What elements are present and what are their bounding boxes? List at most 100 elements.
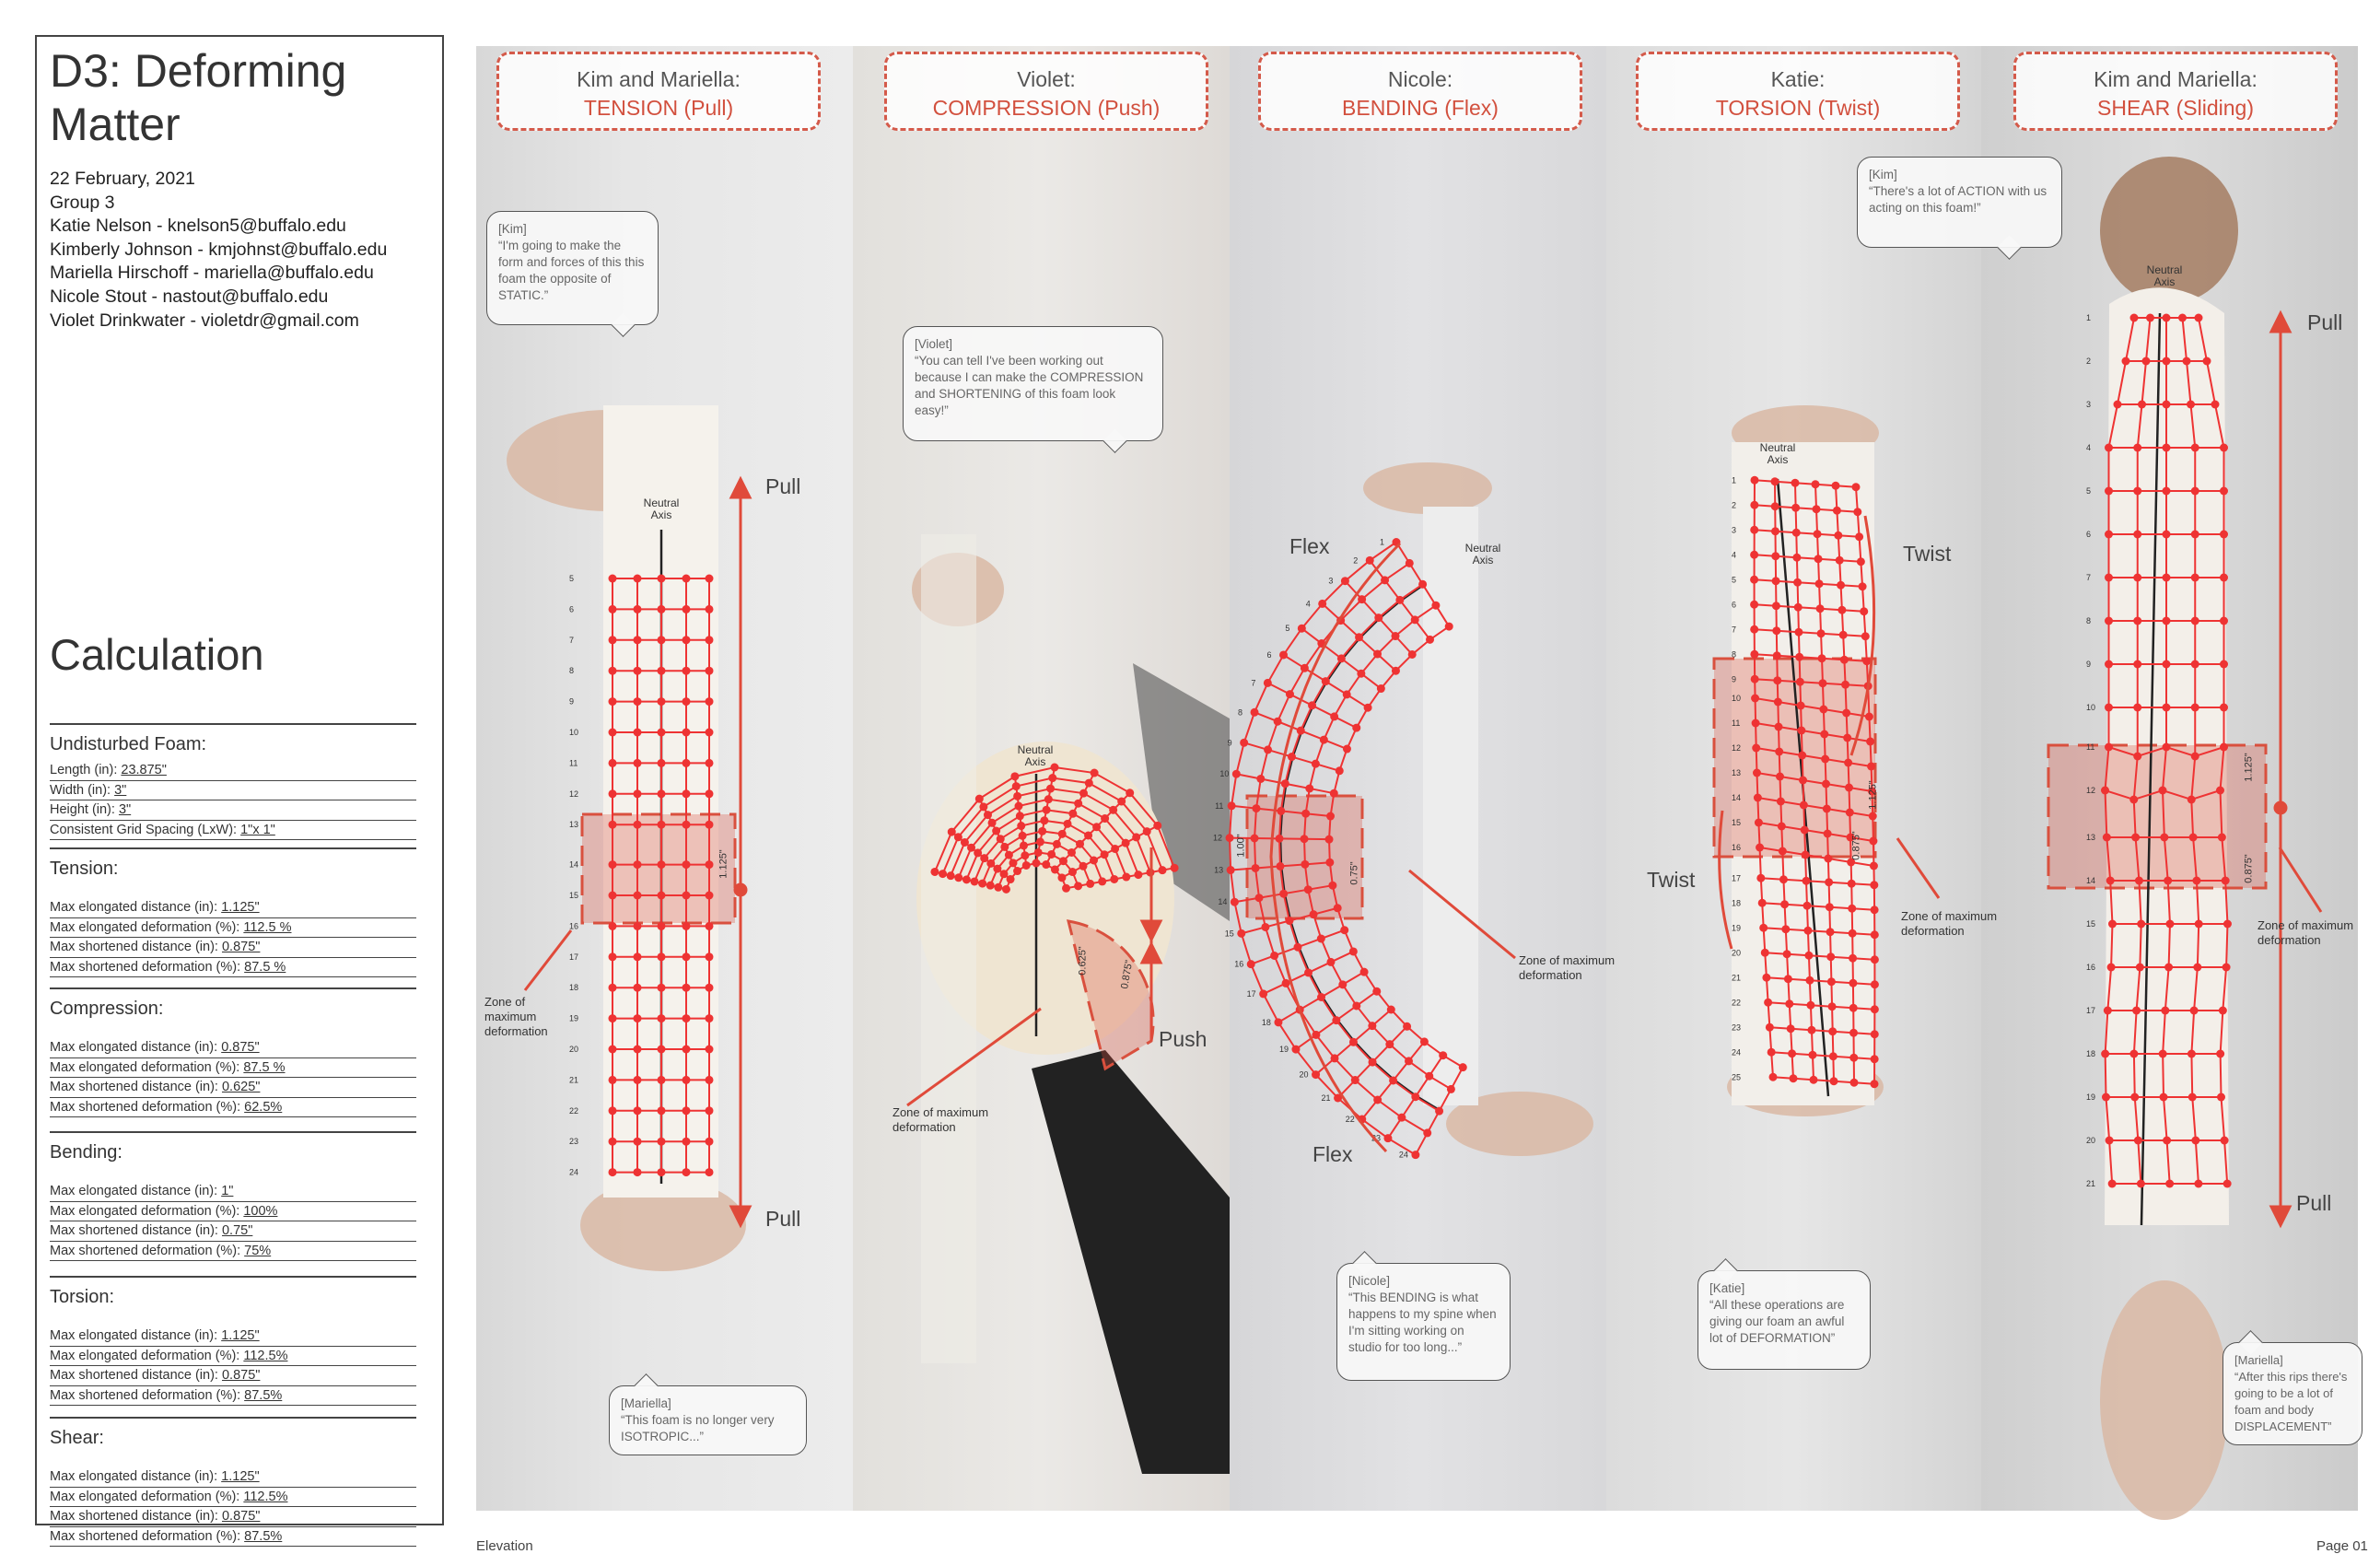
grid-node: [1826, 928, 1835, 937]
calc-label: Max elongated distance (in):: [50, 900, 222, 915]
grid-line: [978, 798, 1019, 872]
grid-node: [2113, 400, 2122, 409]
grid-node: [1373, 1095, 1382, 1104]
grid-node: [1110, 874, 1119, 883]
row-number: 24: [1732, 1047, 1741, 1057]
row-number: 15: [1732, 818, 1741, 827]
neutral-axis-label: Neutral Axis: [2146, 263, 2183, 288]
grid-node: [2220, 573, 2228, 582]
row-number: 12: [1732, 743, 1741, 753]
grid-node: [1423, 1128, 1432, 1138]
grid-node: [2162, 486, 2171, 496]
grid-node: [682, 604, 691, 613]
row-number: 10: [569, 728, 578, 737]
grid-node: [1776, 772, 1784, 781]
grid-node: [1870, 955, 1879, 964]
grid-node: [705, 789, 714, 799]
grid-node: [705, 697, 714, 707]
grid-node: [1042, 860, 1051, 870]
grid-node: [2220, 703, 2228, 712]
grid-node: [2162, 530, 2171, 539]
calc-row: Max shortened deformation (%): 75%: [50, 1242, 416, 1261]
calc-label: Width (in):: [50, 782, 115, 798]
force-label: Pull: [2296, 1191, 2332, 1215]
grid-node: [2105, 443, 2113, 452]
row-number: 8: [1238, 707, 1242, 717]
grid-node: [1772, 651, 1781, 660]
row-number: 18: [569, 983, 578, 992]
row-number: 13: [2086, 833, 2095, 842]
grid-node: [1868, 812, 1877, 821]
grid-node: [1866, 737, 1875, 746]
divider: [50, 847, 416, 849]
grid-node: [1847, 879, 1856, 888]
row-number: 6: [1732, 600, 1736, 609]
grid-node: [2162, 573, 2171, 582]
divider: [50, 987, 416, 989]
foam-block: [2105, 287, 2229, 1225]
calc-row: Width (in): 3": [50, 781, 416, 800]
row-number: 5: [2086, 486, 2091, 496]
grid-node: [633, 1045, 642, 1054]
calc-value: 0.875": [221, 940, 261, 954]
grid-node: [1254, 894, 1264, 903]
grid-node: [2106, 876, 2115, 885]
grid-node: [2187, 1049, 2196, 1058]
row-number: 5: [1732, 575, 1736, 584]
date: 22 February, 2021: [50, 169, 195, 189]
grid-node: [1407, 649, 1417, 659]
grid-node: [1808, 1050, 1817, 1059]
header-torsion: Katie:TORSION (Twist): [1636, 52, 1960, 131]
calc-row: Max elongated deformation (%): 100%: [50, 1202, 416, 1221]
calc-value: 3": [118, 802, 132, 817]
row-number: 21: [1322, 1093, 1331, 1103]
grid-node: [633, 728, 642, 737]
grid-node: [2133, 486, 2142, 496]
row-number: 21: [569, 1075, 578, 1084]
grid-node: [1807, 1025, 1816, 1034]
grid-node: [1350, 1076, 1359, 1085]
page-number: Page 01: [2316, 1538, 2368, 1554]
calc-row: Max elongated deformation (%): 112.5%: [50, 1347, 416, 1366]
grid-node: [608, 1168, 617, 1177]
grid-node: [608, 891, 617, 900]
member: Nicole Stout - nastout@buffalo.edu: [50, 286, 329, 307]
grid-node: [2158, 786, 2167, 795]
grid-node: [2159, 1092, 2168, 1102]
grid-node: [1792, 553, 1802, 562]
calc-label: Max elongated deformation (%):: [50, 1489, 244, 1504]
row-number: 17: [1247, 989, 1256, 999]
row-number: 14: [2086, 876, 2095, 885]
grid-node: [1033, 847, 1043, 857]
grid-node: [633, 1075, 642, 1084]
header-force: TENSION (Pull): [583, 96, 734, 120]
grid-node: [1862, 657, 1872, 666]
row-number: 22: [569, 1106, 578, 1116]
grid-node: [1013, 867, 1022, 876]
grid-node: [1848, 929, 1857, 938]
grid-node: [1864, 712, 1873, 721]
grid-node: [1312, 1070, 1321, 1080]
grid-node: [1802, 901, 1812, 910]
grid-node: [1827, 1002, 1837, 1011]
row-number: 19: [569, 1014, 578, 1023]
grid-node: [974, 794, 984, 803]
grid-node: [1321, 677, 1330, 686]
dimension-label: 1.125": [2243, 753, 2255, 782]
grid-node: [1017, 822, 1026, 831]
grid-node: [1771, 552, 1780, 561]
grid-line: [1013, 776, 1028, 866]
grid-node: [1389, 1076, 1398, 1085]
midpoint-marker: [733, 882, 748, 897]
grid-node: [2190, 530, 2199, 539]
grid-node: [2194, 919, 2203, 929]
grid-node: [1309, 910, 1318, 919]
calc-value: 87.5 %: [243, 1059, 286, 1075]
grid-node: [2220, 616, 2228, 625]
calc-label: Max shortened deformation (%):: [50, 1528, 245, 1544]
group-info: 22 February, 2021 Group 3 Katie Nelson -…: [50, 168, 387, 333]
grid-node: [1798, 751, 1807, 760]
grid-node: [1782, 950, 1791, 959]
pointer-arrow: [523, 929, 573, 991]
grid-node: [1869, 861, 1878, 870]
